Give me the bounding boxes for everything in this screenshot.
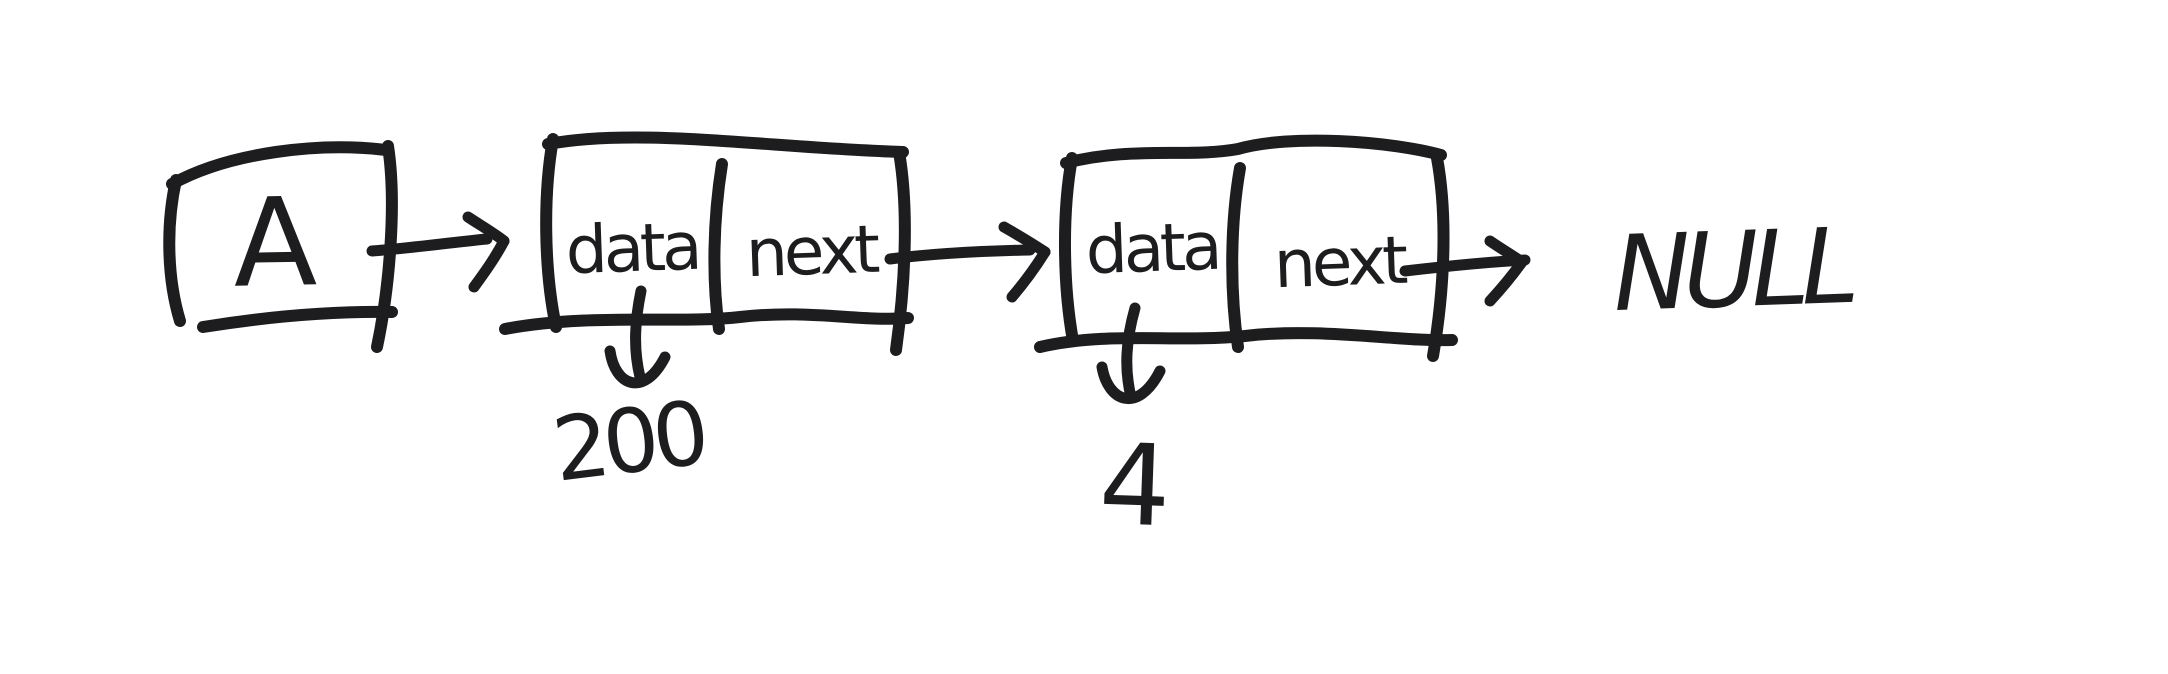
node2-down-arrow-stem — [1121, 302, 1141, 403]
node2-field-divider — [1226, 162, 1246, 353]
node2-next-label: next — [1272, 221, 1406, 303]
node2-top-stroke — [1060, 134, 1447, 169]
node2-left-stroke — [1059, 152, 1079, 347]
head-arrow-shaft — [366, 233, 493, 257]
node1-bottom-stroke — [499, 308, 914, 335]
null-terminator-label: NULL — [1611, 204, 1853, 336]
node1-box — [499, 131, 914, 356]
head-label: A — [232, 171, 318, 315]
node1-next-arrow — [884, 221, 1051, 303]
node1-right-stroke — [890, 146, 911, 356]
head-pointer-arrow — [366, 211, 510, 293]
node2-data-value: 4 — [1097, 419, 1167, 553]
node2-box — [1034, 134, 1458, 362]
node2-next-arrow — [1399, 235, 1531, 307]
node2-down-arrowhead — [1096, 361, 1166, 404]
head-box-left-stroke — [163, 174, 186, 327]
node2-right-stroke — [1427, 152, 1450, 362]
node2-data-down-arrow — [1096, 302, 1166, 404]
node2-next-arrowhead-lower — [1484, 256, 1528, 307]
node1-left-stroke — [540, 133, 562, 333]
node1-data-down-arrow — [604, 285, 671, 389]
node1-data-label: data — [564, 207, 700, 289]
node1-next-arrowhead-lower — [1006, 246, 1051, 303]
head-box-bottom-stroke — [197, 305, 398, 333]
node1-data-value: 200 — [547, 380, 709, 502]
node2-bottom-stroke — [1034, 327, 1458, 353]
node2-data-label: data — [1084, 207, 1220, 289]
node1-next-arrow-shaft — [884, 244, 1036, 265]
node1-field-divider — [708, 158, 728, 335]
node1-top-stroke — [542, 131, 909, 158]
head-arrowhead-lower — [468, 235, 510, 293]
node1-down-arrow-stem — [630, 285, 647, 383]
node1-next-label: next — [744, 210, 878, 292]
head-box-top-stroke — [166, 141, 392, 190]
node1-down-arrowhead — [604, 345, 671, 389]
